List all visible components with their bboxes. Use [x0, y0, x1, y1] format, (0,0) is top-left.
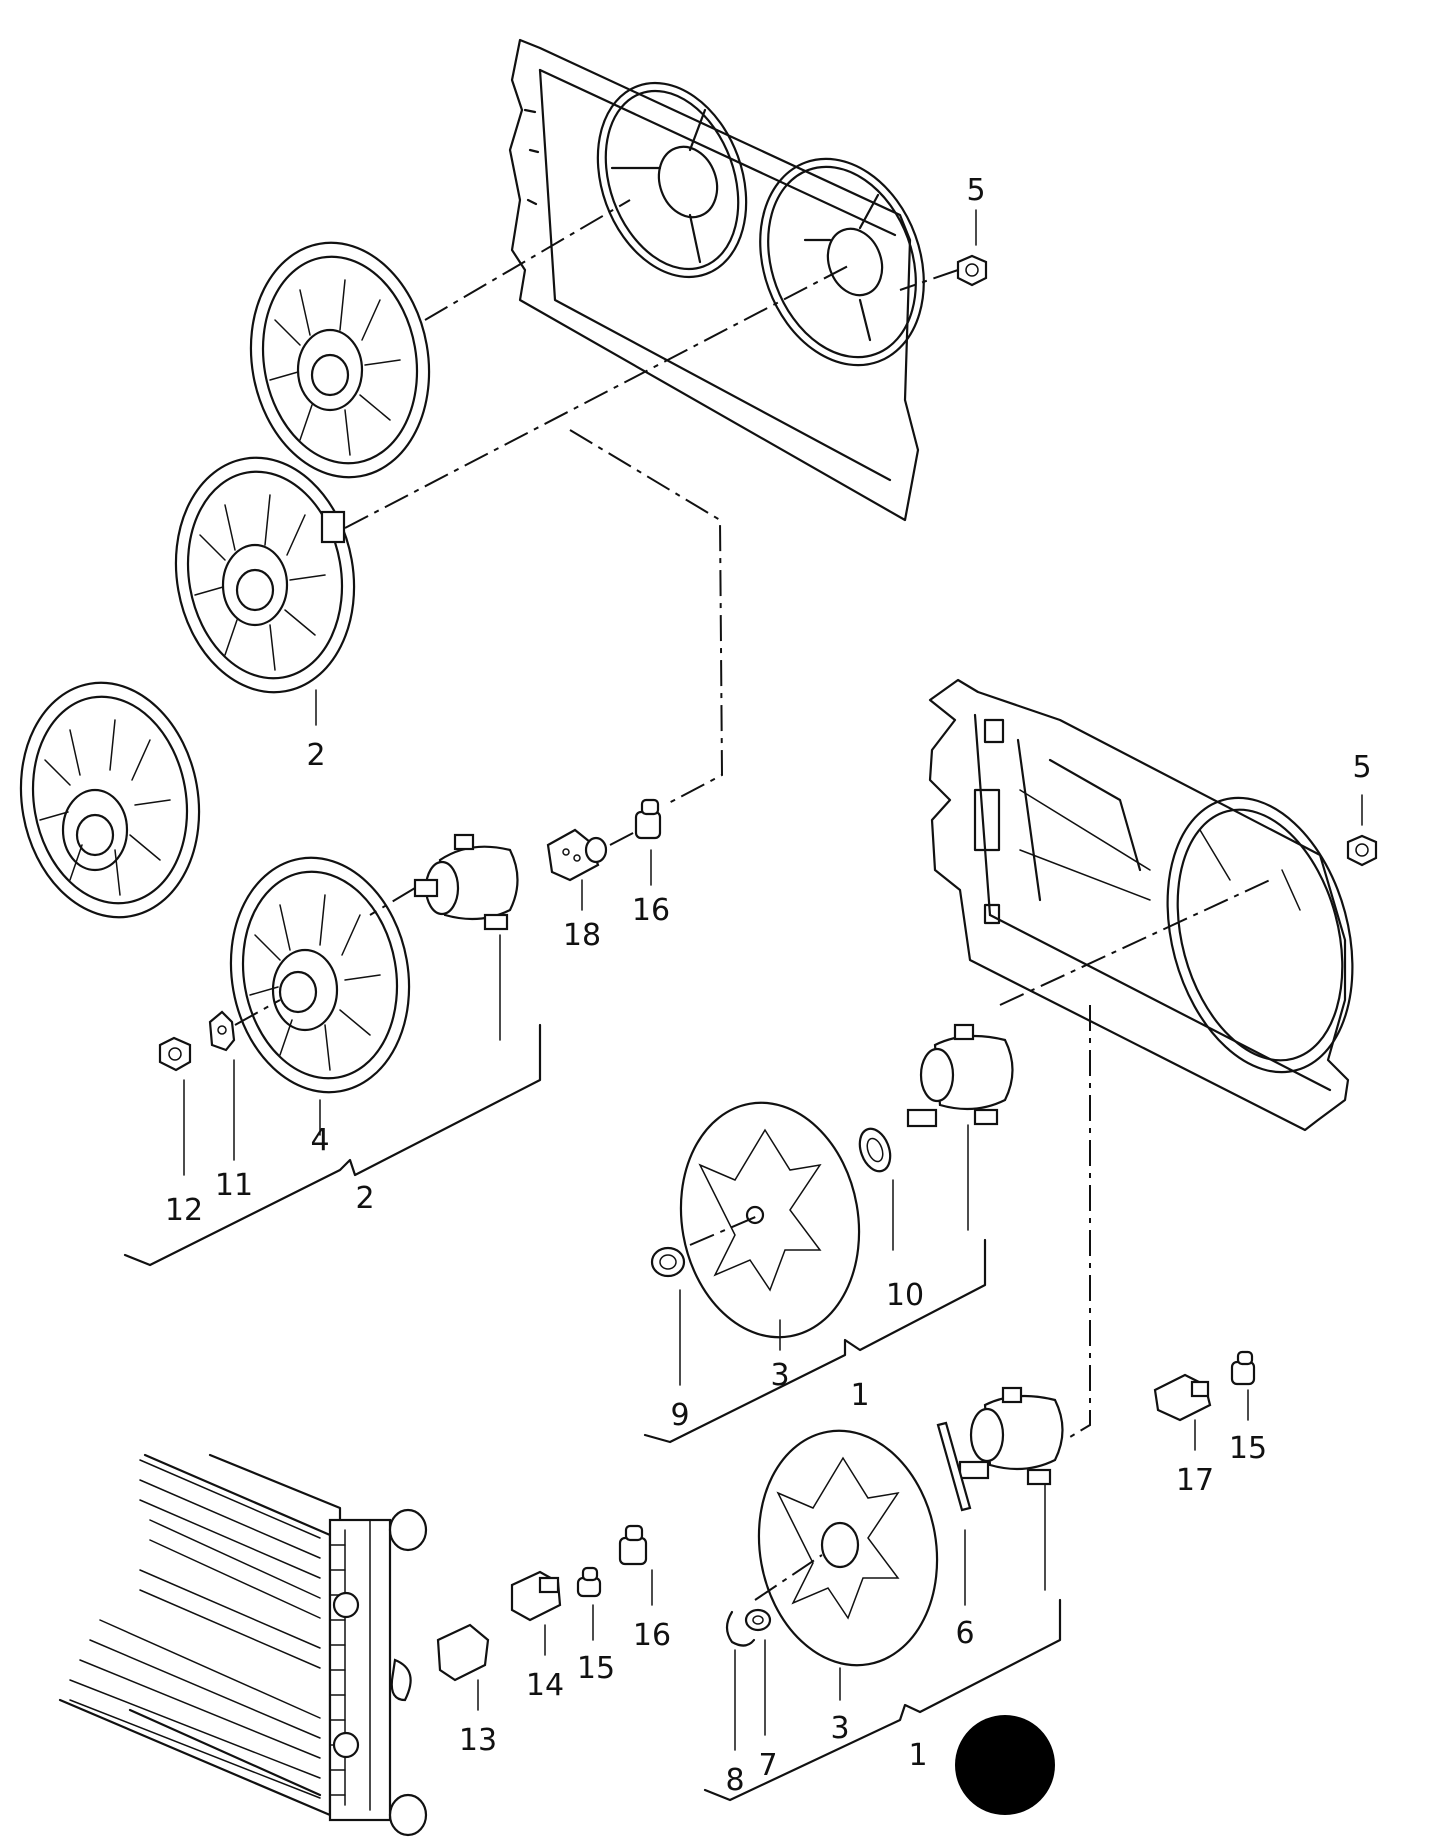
- washer-7: [744, 1608, 772, 1736]
- callout-8: 8: [725, 1763, 744, 1798]
- nut-12: [158, 1036, 192, 1176]
- callout-3-lower: 3: [830, 1711, 849, 1746]
- callout-17: 17: [1176, 1463, 1214, 1498]
- fan-wheel-right-lower: [754, 1429, 939, 1701]
- callout-15-lower: 15: [577, 1651, 615, 1686]
- clip-8: [725, 1610, 756, 1751]
- callout-15-right: 15: [1229, 1431, 1267, 1466]
- callout-11: 11: [215, 1168, 253, 1203]
- callout-4: 4: [310, 1123, 329, 1158]
- fan-motor-right-upper: [906, 1023, 1014, 1231]
- callout-1-upper: 1: [850, 1378, 869, 1413]
- bracket-1-lower: [703, 1598, 1062, 1802]
- nut-5-right: [1346, 794, 1378, 867]
- callout-6: 6: [955, 1616, 974, 1651]
- fan-wheel-upper-1: [249, 199, 631, 479]
- dash-right-shroud: [999, 879, 1271, 1006]
- switch-13: [436, 1623, 490, 1711]
- connector-18: [546, 828, 636, 911]
- single-fan-shroud: [928, 678, 1354, 1132]
- plug-16-upper: [634, 798, 662, 886]
- callout-14: 14: [526, 1668, 564, 1703]
- fan-wheel-left-far: [19, 681, 201, 919]
- callout-2-upper: 2: [306, 738, 325, 773]
- callout-5-right: 5: [1352, 750, 1371, 785]
- washer-11: [208, 1010, 236, 1161]
- twin-fan-shroud: [508, 38, 925, 522]
- callout-9: 9: [670, 1398, 689, 1433]
- callout-2-bracket: 2: [355, 1181, 374, 1216]
- fan-motor-left: [369, 833, 519, 1041]
- callout-12: 12: [165, 1193, 203, 1228]
- bracket-2: [123, 1023, 542, 1267]
- plug-15-right: [1230, 1350, 1256, 1421]
- plug-16-lower: [618, 1524, 653, 1606]
- fan-wheel-left-near: [229, 856, 411, 1136]
- callout-5-top: 5: [966, 173, 985, 208]
- fan-wheel-upper-2: [174, 264, 851, 726]
- connector-17: [1153, 1373, 1212, 1451]
- callout-1-lower: 1: [908, 1738, 927, 1773]
- callout-13: 13: [459, 1723, 497, 1758]
- gasket-6: [936, 1421, 972, 1606]
- callout-7: 7: [758, 1748, 777, 1783]
- callout-3-upper: 3: [770, 1358, 789, 1393]
- callout-16-upper: 16: [632, 893, 670, 928]
- callout-10: 10: [886, 1278, 924, 1313]
- plug-15-lower: [576, 1566, 602, 1641]
- nut-5-top: [899, 209, 988, 291]
- washer-10: [858, 1127, 894, 1251]
- black-circle-mark: [955, 1715, 1055, 1815]
- callout-18: 18: [563, 918, 601, 953]
- dash-to-lower-motor: [1064, 1005, 1091, 1441]
- callout-16-lower: 16: [633, 1618, 671, 1653]
- bracket-1-upper: [643, 1238, 987, 1444]
- clip-9: [650, 1246, 686, 1386]
- connector-14: [510, 1570, 562, 1656]
- radiator: [58, 1453, 428, 1837]
- fan-motor-right-lower: [958, 1386, 1064, 1591]
- fan-wheel-right-upper: [679, 1101, 861, 1351]
